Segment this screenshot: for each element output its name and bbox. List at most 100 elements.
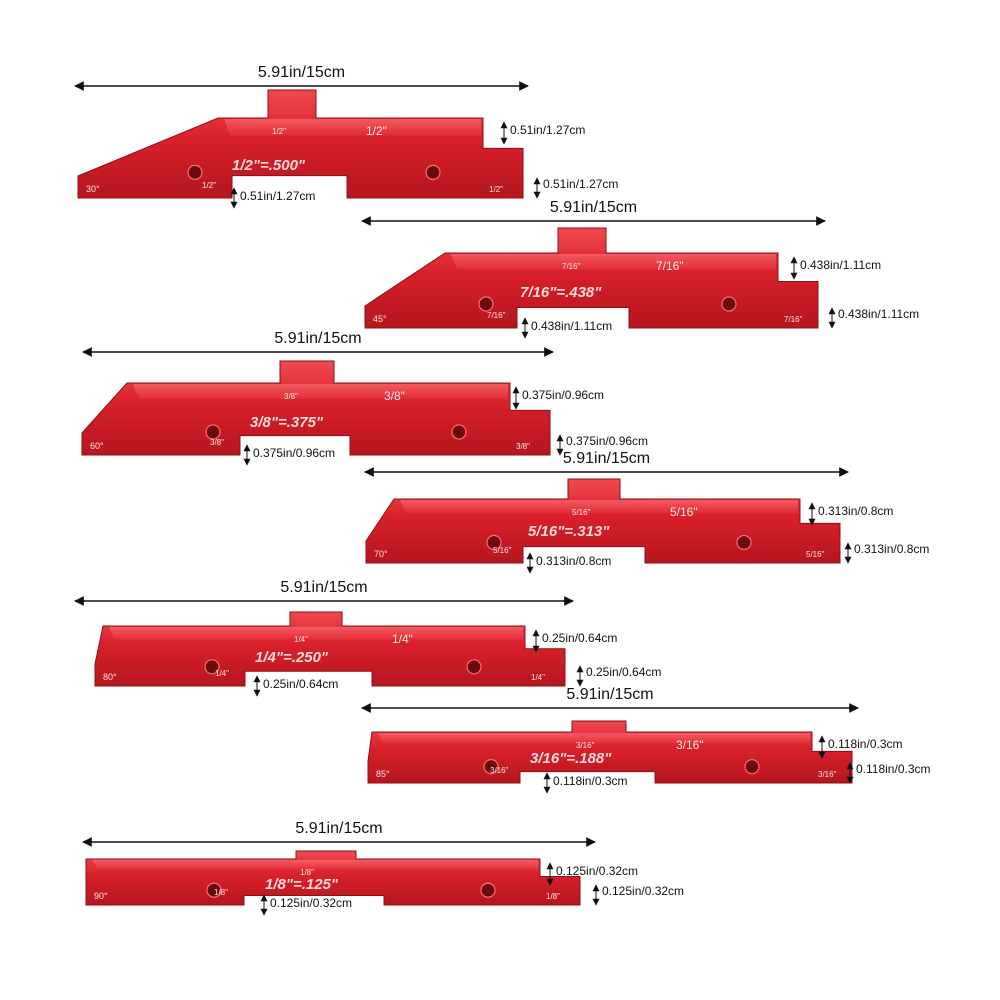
tab-label: 3/8" [284,392,298,401]
gauge-body [81,360,551,456]
dimension-label-2: 0.313in/0.8cm [854,542,929,556]
step-label: 5/16" [670,505,698,519]
tab-label: 1/8" [300,868,314,877]
main-engraving: 5/16"=.313" [528,523,610,540]
mounting-hole-icon [451,424,467,440]
end-label: 3/8" [516,442,530,451]
angle-label: 60° [90,441,104,451]
dimension-label-3: 0.313in/0.8cm [536,554,611,568]
mounting-hole-icon [483,759,499,775]
length-label: 5.91in/15cm [295,820,382,837]
tab-label: 7/16" [562,262,581,271]
mounting-hole-icon [425,164,441,180]
end-label: 1/8" [546,892,560,901]
mounting-hole-icon [744,759,760,775]
mounting-hole-icon [187,164,203,180]
notch-label: 1/2" [202,181,216,190]
dimension-label-1: 0.118in/0.3cm [828,737,903,751]
tab-label: 1/4" [294,635,308,644]
dimension-label-2: 0.125in/0.32cm [602,884,684,898]
dimension-label-1: 0.25in/0.64cm [542,631,617,645]
step-label: 1/2" [366,124,387,138]
length-label: 5.91in/15cm [274,330,361,347]
dimension-label-1: 0.51in/1.27cm [510,123,585,137]
dimension-label-3: 0.51in/1.27cm [240,189,315,203]
gauge-3: 5.91in/15cm 3/8"=.375" 3/8" 3/8" 3/8" 3/8" 60°… [81,330,648,466]
dimension-label-3: 0.125in/0.32cm [270,896,352,910]
end-label: 1/2" [489,185,503,194]
dimension-label-2: 0.438in/1.11cm [838,307,919,321]
length-label: 5.91in/15cm [550,199,637,216]
notch-label: 7/16" [487,311,506,320]
dimension-label-1: 0.125in/0.32cm [556,864,638,878]
end-label: 1/4" [531,673,545,682]
length-label: 5.91in/15cm [566,686,653,703]
notch-label: 3/8" [210,438,224,447]
mounting-hole-icon [466,659,482,675]
gauge-top-face [400,500,798,514]
gauge-5: 5.91in/15cm 1/4"=.250" 1/4" 1/4" 1/4" 1/4" 80°… [74,579,661,697]
dimension-label-3: 0.25in/0.64cm [263,677,338,691]
tab-label: 1/2" [272,127,286,136]
main-engraving: 1/2"=.500" [232,157,306,174]
mounting-hole-icon [480,882,496,898]
mounting-hole-icon [206,882,222,898]
dimension-label-1: 0.438in/1.11cm [800,258,881,272]
gauge-2: 5.91in/15cm 7/16"=.438" 7/16" 7/16" 7/16" 7/1… [361,199,919,339]
gauge-top-face [109,627,523,640]
gauge-4: 5.91in/15cm 5/16"=.313" 5/16" 5/16" 5/16" 5/1… [364,450,929,574]
dimension-label-3: 0.438in/1.11cm [531,319,612,333]
main-engraving: 3/16"=.188" [530,750,612,767]
angle-label: 70° [374,549,388,559]
length-label: 5.91in/15cm [258,64,345,81]
angle-label: 45° [373,314,387,324]
end-label: 3/16" [818,770,837,779]
main-engraving: 1/4"=.250" [255,649,329,666]
angle-label: 30° [86,184,100,194]
step-label: 1/4" [392,632,413,646]
dimension-label-2: 0.375in/0.96cm [566,434,648,448]
notch-label: 3/16" [490,766,509,775]
step-label: 3/8" [384,389,405,403]
gauge-7: 5.91in/15cm1/8"=.125"1/8"1/8"1/8"90°0.12… [82,820,684,916]
gauge-top-face [451,254,776,270]
gauge-body [94,611,566,687]
length-label: 5.91in/15cm [563,450,650,467]
gauge-top-face [378,733,810,744]
tab-label: 3/16" [576,741,595,750]
gauge-body [77,89,524,199]
main-engraving: 3/8"=.375" [250,414,324,431]
length-label: 5.91in/15cm [280,579,367,596]
gauge-1: 5.91in/15cm 1/2"=.500" 1/2" 1/2" 1/2" 1/2" 30°… [74,64,618,209]
dimension-label-2: 0.25in/0.64cm [586,665,661,679]
dimension-label-2: 0.51in/1.27cm [543,177,618,191]
mounting-hole-icon [204,659,220,675]
dimension-label-1: 0.313in/0.8cm [818,504,893,518]
notch-label: 5/16" [493,546,512,555]
notch-label: 1/8" [214,888,228,897]
dimension-label-2: 0.118in/0.3cm [856,762,931,776]
gauge-body [364,227,819,329]
main-engraving: 7/16"=.438" [520,284,602,301]
notch-label: 1/4" [215,669,229,678]
angle-label: 90° [94,891,108,901]
dimension-label-3: 0.118in/0.3cm [553,774,628,788]
dimension-label-3: 0.375in/0.96cm [253,446,335,460]
mounting-hole-icon [478,296,494,312]
gauge-top-face [133,384,508,399]
mounting-hole-icon [486,534,502,551]
step-label: 7/16" [656,259,684,273]
tab-label: 5/16" [572,508,591,517]
mounting-hole-icon [721,296,737,312]
gauge-6: 5.91in/15cm3/16"=.188"3/16"3/16"3/16"3/1… [361,686,931,794]
gauge-body [365,478,841,564]
step-label: 3/16" [676,738,704,752]
end-label: 5/16" [806,550,825,559]
angle-label: 80° [103,672,117,682]
mounting-hole-icon [736,534,752,551]
gauge-top-face [224,119,481,136]
end-label: 7/16" [784,315,803,324]
gauge-top-face [92,860,538,870]
main-engraving: 1/8"=.125" [265,876,339,893]
